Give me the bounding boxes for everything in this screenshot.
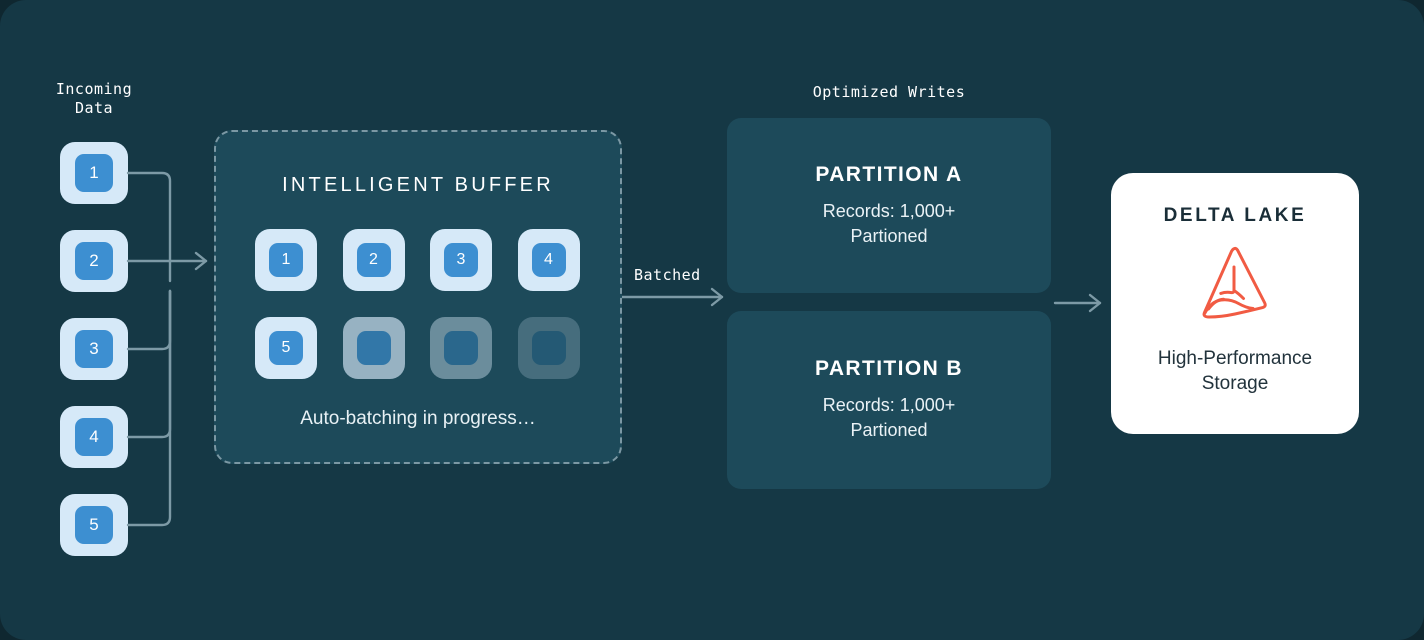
buffer-slot-value: [444, 331, 478, 365]
buffer-slot-empty[interactable]: [517, 317, 580, 379]
connector-path-1: [126, 171, 172, 283]
incoming-data-chip-value: 1: [75, 154, 113, 192]
buffer-slot-value: 3: [444, 243, 478, 277]
buffer-slot-value: 4: [531, 243, 566, 277]
incoming-data-chip[interactable]: 2: [60, 230, 128, 292]
buffer-slot-value: 1: [269, 243, 303, 277]
buffer-slot-value: 2: [356, 243, 391, 277]
connector-path-5: [126, 289, 172, 527]
arrow-head-partitions: [710, 287, 724, 307]
buffer-slot[interactable]: 4: [517, 229, 580, 291]
partition-card-a[interactable]: PARTITION A Records: 1,000+ Partioned: [727, 118, 1051, 293]
incoming-data-chip-value: 5: [75, 506, 113, 544]
incoming-data-chip-value: 3: [75, 330, 113, 368]
connector-path-3: [126, 289, 172, 351]
buffer-slot-value: 5: [269, 331, 303, 365]
buffer-slot-grid: 1 2 3 4 5: [255, 229, 585, 379]
delta-lake-subtitle: High-Performance Storage: [1157, 348, 1313, 394]
incoming-data-chip[interactable]: 4: [60, 406, 128, 468]
buffer-slot-empty[interactable]: [342, 317, 405, 379]
incoming-data-chip[interactable]: 1: [60, 142, 128, 204]
batched-flow-label: Batched: [634, 266, 701, 284]
partition-title: PARTITION A: [815, 162, 963, 186]
intelligent-buffer-panel: INTELLIGENT BUFFER 1 2 3 4 5: [214, 130, 622, 464]
arrow-head-delta: [1088, 293, 1102, 313]
buffer-slot[interactable]: 5: [255, 317, 317, 379]
buffer-slot[interactable]: 3: [430, 229, 492, 291]
incoming-data-chip[interactable]: 3: [60, 318, 128, 380]
delta-lake-title: DELTA LAKE: [1163, 205, 1307, 226]
buffer-slot[interactable]: 1: [255, 229, 317, 291]
buffer-slot-empty[interactable]: [430, 317, 492, 379]
partition-meta: Records: 1,000+ Partioned: [822, 395, 956, 440]
delta-lake-card[interactable]: DELTA LAKE High-Performance Storage: [1111, 173, 1359, 434]
buffer-slot-value: [356, 331, 391, 365]
partition-title: PARTITION B: [814, 357, 963, 380]
partition-card-b[interactable]: PARTITION B Records: 1,000+ Partioned: [727, 311, 1051, 489]
buffer-slot-value: [531, 331, 566, 365]
arrow-head-buffer: [194, 251, 208, 271]
incoming-data-chip[interactable]: 5: [60, 494, 128, 556]
connector-path-4: [126, 289, 172, 439]
buffer-slot[interactable]: 2: [342, 229, 405, 291]
incoming-data-chip-value: 4: [75, 418, 113, 456]
incoming-data-chip-value: 2: [75, 242, 113, 280]
optimized-writes-label: Optimized Writes: [812, 83, 966, 101]
incoming-data-label: Incoming Data: [55, 80, 133, 117]
buffer-status-text: Auto-batching in progress…: [300, 408, 536, 429]
buffer-title: INTELLIGENT BUFFER: [282, 174, 554, 196]
partition-meta: Records: 1,000+ Partioned: [822, 200, 956, 246]
delta-lake-logo-icon: [1187, 243, 1283, 332]
